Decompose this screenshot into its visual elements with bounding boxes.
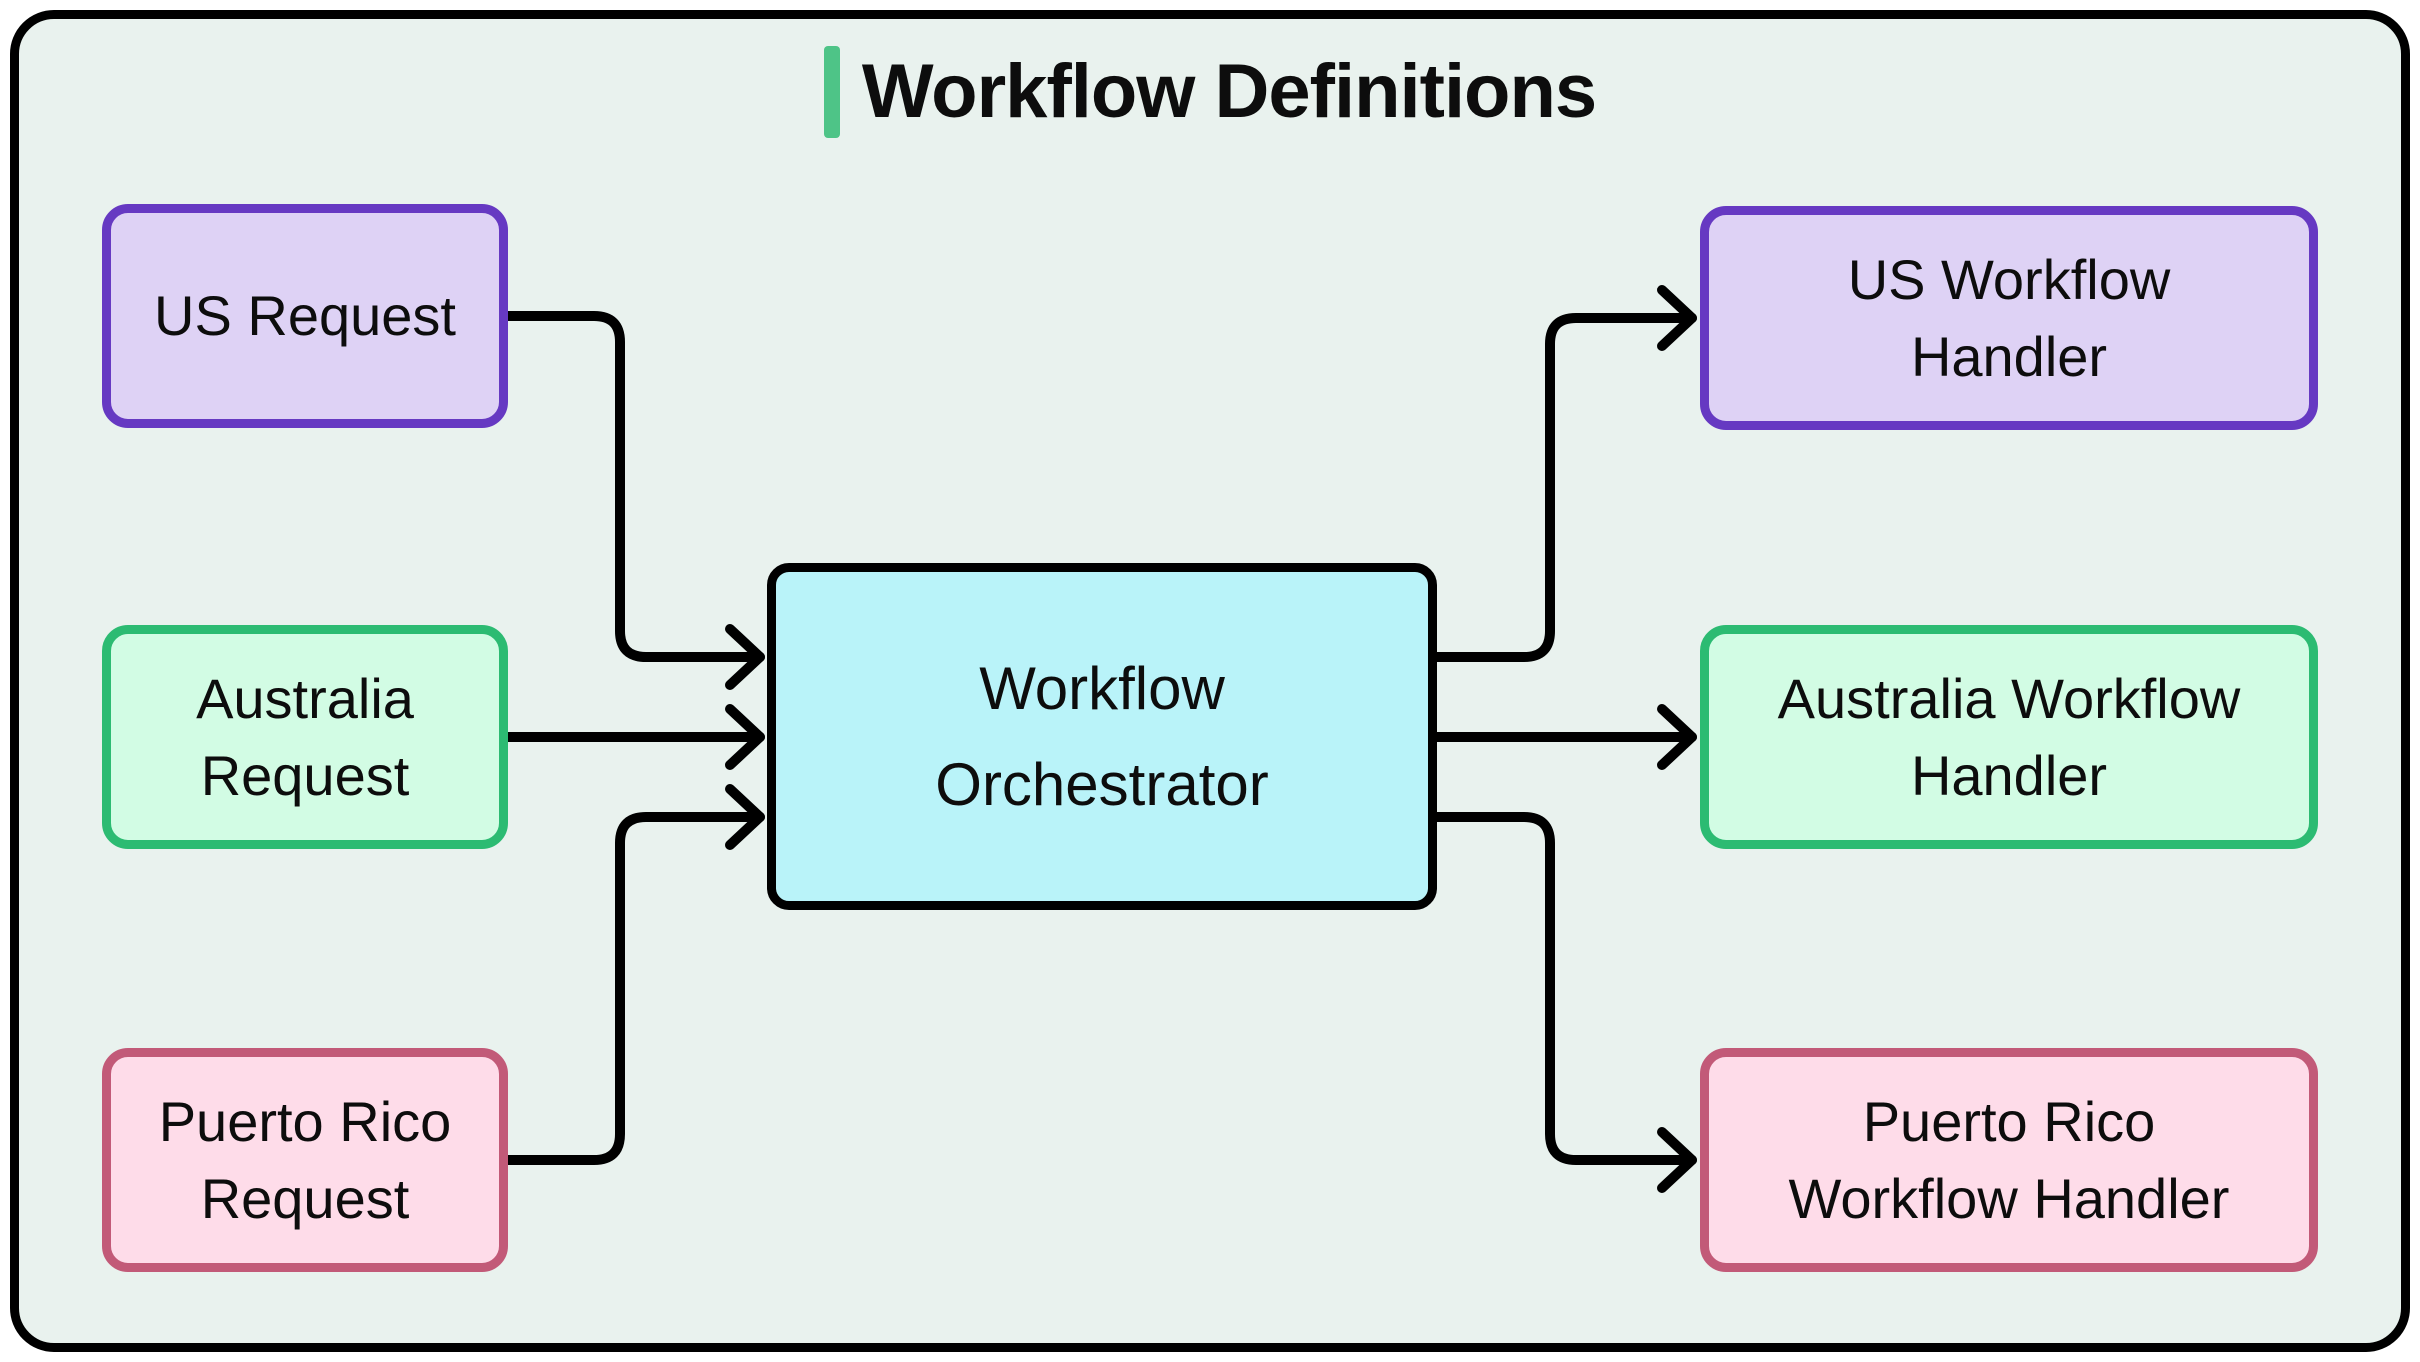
page-title: Workflow Definitions xyxy=(861,49,1597,135)
node-us-workflow-handler: US Workflow Handler xyxy=(1700,206,2318,430)
node-puerto-rico-workflow-handler: Puerto Rico Workflow Handler xyxy=(1700,1048,2318,1272)
node-australia-workflow-handler: Australia Workflow Handler xyxy=(1700,625,2318,849)
node-us-request: US Request xyxy=(102,204,508,428)
node-australia-request: Australia Request xyxy=(102,625,508,849)
node-workflow-orchestrator: Workflow Orchestrator xyxy=(767,563,1437,910)
node-puerto-rico-request: Puerto Rico Request xyxy=(102,1048,508,1272)
title-accent-bar xyxy=(823,46,840,138)
title-group: Workflow Definitions xyxy=(0,46,2420,138)
